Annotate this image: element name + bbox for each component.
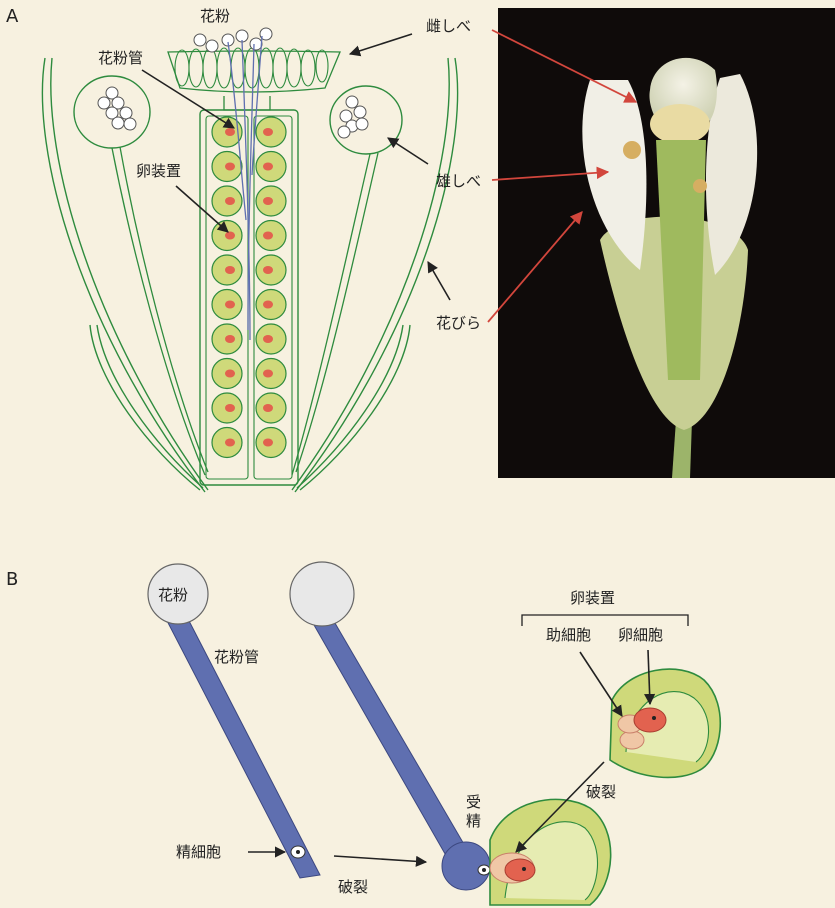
label-a-egg-apparatus: 卵装置 bbox=[136, 162, 181, 180]
petal-right-outer bbox=[295, 58, 458, 492]
ovule-egg-apparatus bbox=[225, 301, 235, 309]
ovule-fertilized bbox=[490, 799, 611, 905]
arrow-petal bbox=[428, 262, 450, 300]
ovule-egg-apparatus bbox=[263, 439, 273, 447]
arrow-stamen bbox=[388, 138, 428, 164]
ovule-egg-apparatus bbox=[263, 301, 273, 309]
ovule-egg-apparatus bbox=[225, 370, 235, 378]
pollen-grain-2 bbox=[290, 562, 354, 626]
photo-stigma bbox=[650, 104, 710, 144]
ovule-egg-apparatus bbox=[225, 266, 235, 274]
ovule-egg-apparatus bbox=[225, 197, 235, 205]
sperm-nucleus-released bbox=[482, 868, 486, 872]
label-b-pollen: 花粉 bbox=[158, 586, 188, 604]
label-a-pistil: 雌しべ bbox=[426, 17, 471, 35]
pollen-1 bbox=[148, 564, 320, 878]
label-b-rupture-2: 破裂 bbox=[586, 783, 616, 801]
label-b-egg-apparatus: 卵装置 bbox=[570, 589, 615, 607]
bracket-egg-apparatus bbox=[522, 615, 688, 626]
photo-anther-right bbox=[693, 179, 707, 193]
panel-a-letter: A bbox=[6, 6, 19, 27]
label-a-petal: 花びら bbox=[436, 314, 481, 332]
ovule-egg-apparatus bbox=[225, 404, 235, 412]
ovule-egg-apparatus bbox=[225, 335, 235, 343]
label-b-sperm-cell: 精細胞 bbox=[176, 843, 221, 861]
ovule-egg-apparatus bbox=[263, 335, 273, 343]
sperm-nucleus bbox=[296, 850, 300, 854]
ovule-egg-apparatus bbox=[225, 232, 235, 240]
label-b-egg-cell: 卵細胞 bbox=[618, 626, 663, 644]
arrow-rupture-1 bbox=[334, 856, 426, 862]
label-b-fertilization-2: 精 bbox=[466, 812, 481, 830]
synergid-cell-1 bbox=[620, 731, 644, 749]
flower-photo bbox=[498, 8, 835, 478]
ovule-egg-apparatus bbox=[263, 163, 273, 171]
ovule-egg-apparatus bbox=[263, 404, 273, 412]
sepal-right-inner bbox=[297, 325, 403, 488]
ovule-egg-apparatus bbox=[225, 439, 235, 447]
arrow-pistil bbox=[350, 34, 412, 54]
ovule-egg-apparatus bbox=[225, 128, 235, 136]
photo-anther-left bbox=[623, 141, 641, 159]
label-b-rupture-1: 破裂 bbox=[338, 878, 368, 896]
sepal-left bbox=[90, 325, 200, 490]
label-a-pollen-tube: 花粉管 bbox=[98, 49, 143, 67]
pollen-2 bbox=[290, 562, 490, 890]
pollen-tube-2 bbox=[310, 618, 472, 866]
egg-cell bbox=[634, 708, 666, 732]
egg-cell-fertilized bbox=[505, 859, 535, 881]
panel-b-letter: B bbox=[6, 569, 18, 590]
ovule-egg-apparatus bbox=[263, 370, 273, 378]
flower-schematic bbox=[42, 28, 457, 492]
ovule-egg-apparatus bbox=[263, 128, 273, 136]
label-b-pollen-tube: 花粉管 bbox=[214, 648, 259, 666]
ovule-egg-apparatus bbox=[263, 266, 273, 274]
stamen-left bbox=[74, 76, 208, 475]
ovule-egg-apparatus bbox=[263, 232, 273, 240]
petal-right-inner bbox=[292, 58, 449, 490]
label-b-synergid: 助細胞 bbox=[546, 626, 591, 644]
sepal-left-inner bbox=[97, 325, 203, 488]
arrow-synergid bbox=[580, 652, 622, 716]
style bbox=[224, 96, 270, 110]
ovule-egg-apparatus bbox=[225, 163, 235, 171]
label-a-stamen: 雄しべ bbox=[436, 172, 481, 190]
ovule-egg-apparatus bbox=[263, 197, 273, 205]
label-a-pollen: 花粉 bbox=[200, 7, 230, 25]
label-b-fertilization-1: 受 bbox=[466, 793, 481, 811]
ovule-unfertilized bbox=[610, 669, 720, 777]
